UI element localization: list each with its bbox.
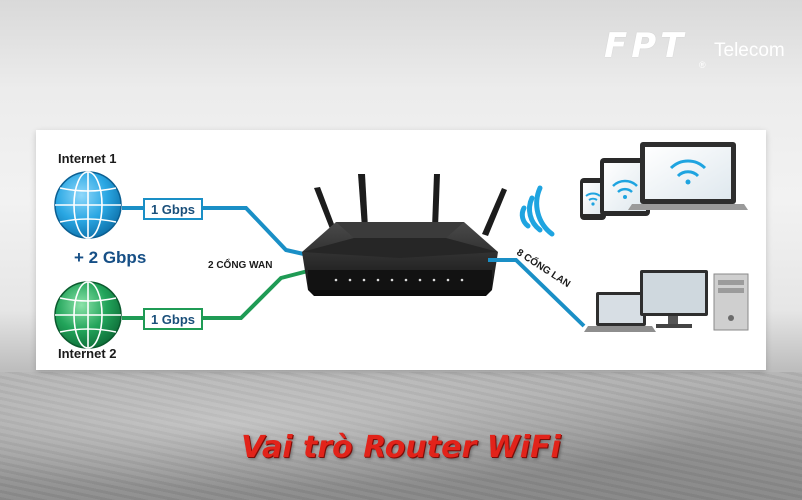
link-line-lan <box>488 258 586 328</box>
desktop-monitor-icon <box>640 270 708 328</box>
speed-box-2 <box>143 308 203 330</box>
brand-logo: FPT ® Telecom <box>604 26 800 72</box>
combined-speed-label: + 2 Gbps <box>74 248 146 267</box>
speed-1-label: 1 Gbps <box>151 202 195 217</box>
phone-icon <box>580 178 606 220</box>
desktop-tower-icon <box>713 273 749 331</box>
brand-mark: FPT <box>604 26 688 66</box>
internet-1-label: Internet 1 <box>58 151 117 166</box>
network-diagram-panel: Internet 1 1 Gbps + 2 Gbps <box>36 130 766 370</box>
network-diagram: Internet 1 1 Gbps + 2 Gbps <box>54 142 749 361</box>
router-icon <box>302 174 507 296</box>
internet-2-label: Internet 2 <box>58 346 117 361</box>
speed-box-1 <box>143 198 203 220</box>
link-line-blue <box>202 206 309 257</box>
link-line-green <box>202 269 309 320</box>
laptop-wireless-icon <box>628 142 748 210</box>
laptop-wired-icon <box>584 292 656 332</box>
brand-suffix: Telecom <box>714 40 785 61</box>
wan-ports-label: 2 CỔNG WAN <box>208 258 272 271</box>
wifi-waves-icon <box>519 185 555 237</box>
floor-background <box>0 372 802 500</box>
globe-green-icon <box>54 281 122 349</box>
globe-blue-icon <box>54 171 122 239</box>
tablet-icon <box>600 158 650 216</box>
brand-registered-mark: ® <box>699 60 706 70</box>
caption-title: Vai trò Router WiFi <box>241 430 561 465</box>
speed-2-label: 1 Gbps <box>151 312 195 327</box>
